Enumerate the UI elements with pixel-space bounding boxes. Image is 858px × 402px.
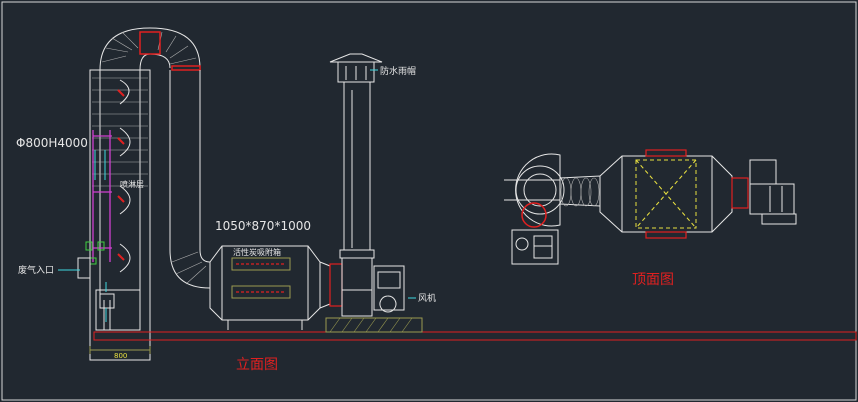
rain-cap-label: 防水雨帽 xyxy=(380,65,416,77)
box-dimension-label: 1050*870*1000 xyxy=(215,219,311,233)
fan-label: 风机 xyxy=(418,292,436,304)
exhaust-inlet-label: 废气入口 xyxy=(18,264,54,276)
base-width-label: 800 xyxy=(114,352,127,360)
exhaust-fan xyxy=(341,257,405,317)
spray-tower xyxy=(77,27,211,361)
leader-lines xyxy=(58,69,416,299)
tower-dimension-label: Φ800H4000 xyxy=(16,136,88,150)
top-view-drawing xyxy=(504,149,797,265)
carbon-adsorption-box xyxy=(209,245,343,330)
top-view-title: 顶面图 xyxy=(632,272,674,288)
carbon-box-label: 活性炭吸附箱 xyxy=(233,247,281,257)
foundation-base xyxy=(93,331,857,341)
elevation-view-title: 立面图 xyxy=(236,357,278,373)
spray-layer-label: 喷淋层 xyxy=(120,179,144,189)
fan-foundation xyxy=(325,317,423,333)
exhaust-chimney xyxy=(329,53,383,259)
